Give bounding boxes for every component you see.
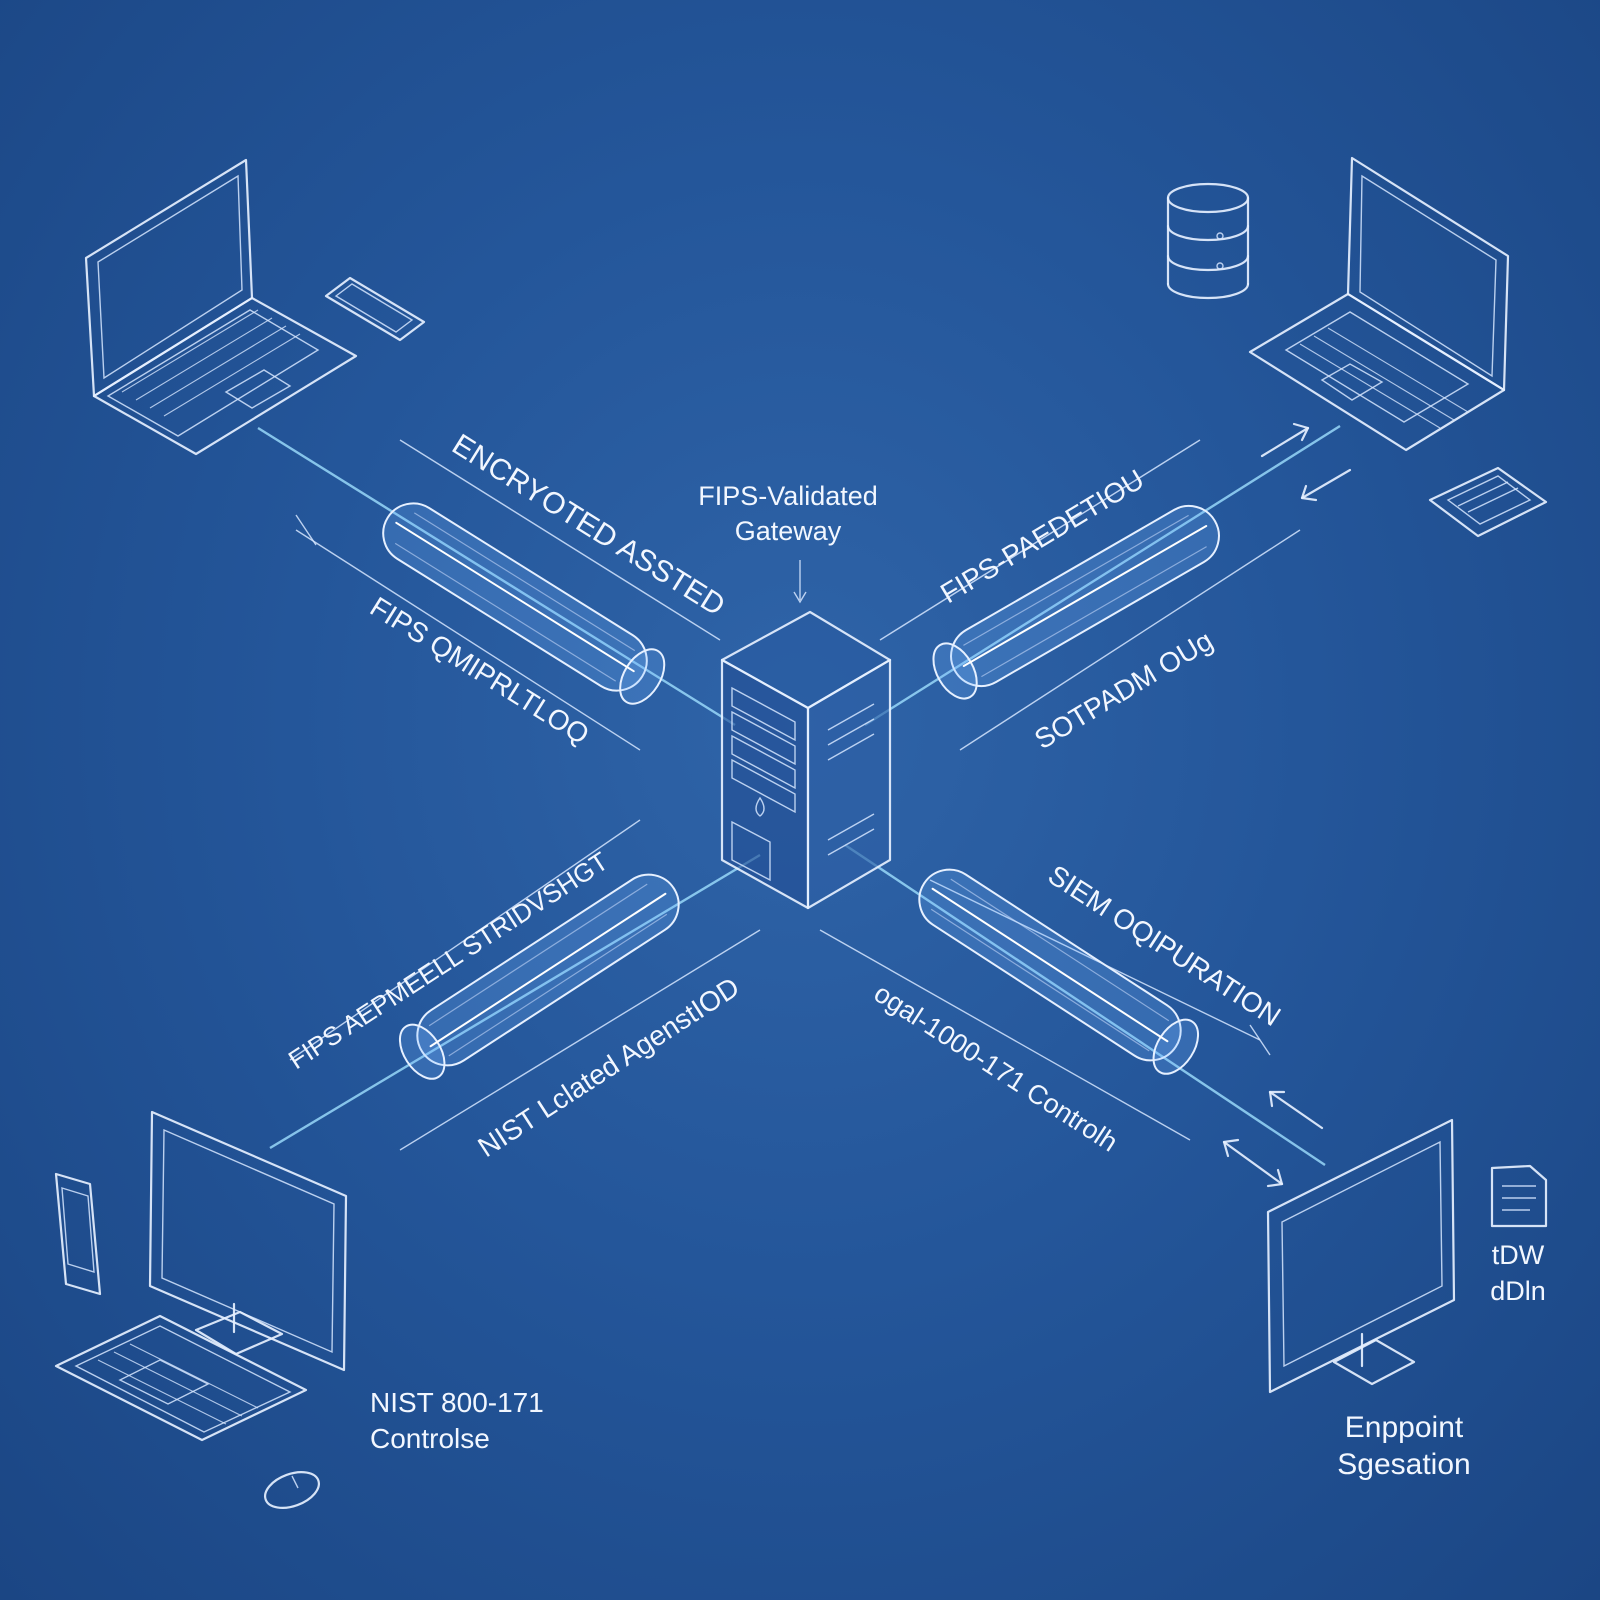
tunnel-top-left xyxy=(382,502,666,705)
tunnel-bottom-right xyxy=(918,868,1200,1075)
database-icon xyxy=(1166,182,1250,300)
corner-label-bottom-left-line2: Controlse xyxy=(370,1423,490,1454)
keyboard-icon xyxy=(54,1314,308,1442)
gateway-label-line1: FIPS-Validated xyxy=(698,481,878,511)
arrow-icon xyxy=(1268,1090,1324,1130)
arrow-icon xyxy=(1300,468,1352,502)
corner-label-bottom-right-line2: Sgesation xyxy=(1337,1448,1470,1481)
laptop-icon xyxy=(84,158,358,456)
doc-label-line1: tDW xyxy=(1492,1240,1545,1270)
tunnel-top-right xyxy=(932,505,1220,700)
monitor-icon xyxy=(1266,1118,1456,1394)
dimension-lines xyxy=(289,439,1301,1151)
laptop-icon xyxy=(1248,156,1510,452)
calculator-icon xyxy=(1428,466,1548,538)
doc-label-line2: dDln xyxy=(1490,1276,1546,1306)
smartphone-icon xyxy=(54,1172,102,1296)
smartphone-icon xyxy=(324,276,426,342)
arrow-icon xyxy=(1260,422,1310,458)
corner-label-bottom-right-line1: Enppoint xyxy=(1345,1411,1464,1444)
tunnel-bottom-left xyxy=(398,873,680,1080)
gateway-label-line2: Gateway xyxy=(735,516,842,546)
arrow-icon xyxy=(793,560,807,604)
corner-label-bottom-left-line1: NIST 800-171 xyxy=(370,1387,544,1418)
arrow-icon xyxy=(1222,1138,1284,1188)
document-icon xyxy=(1490,1164,1548,1228)
connection-wires xyxy=(257,424,1341,1166)
mouse-icon xyxy=(264,1471,320,1509)
server-icon xyxy=(720,610,892,910)
monitor-icon xyxy=(148,1110,348,1372)
